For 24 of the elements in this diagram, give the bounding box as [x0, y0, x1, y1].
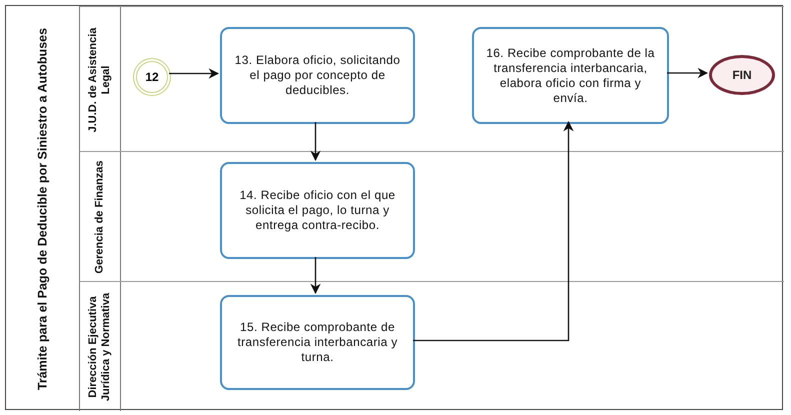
- task-text: 14. Recibe oficio con el que solicita el pago, lo turna y entrega contra-recibo.: [238, 188, 396, 233]
- pool-band: [5, 5, 783, 410]
- process-box: [472, 27, 669, 124]
- arrow: [310, 257, 321, 294]
- connector-label: 12: [145, 70, 159, 84]
- arrow: [413, 120, 574, 342]
- lane-label: J.U.D. de Asistencia Legal: [87, 26, 113, 134]
- task-text: 13. Elabora oficio, solicitando el pago por concepto de deducibles.: [234, 53, 402, 98]
- connector-label: FIN: [732, 68, 752, 82]
- start-connector-circle: [133, 58, 171, 96]
- swimlane: [79, 281, 784, 411]
- task-text: 15. Recibe comprobante de transferencia interbancaria y turna.: [236, 320, 399, 365]
- process-title: Trámite para el Pago de Deducible por Siniestro a Autobuses: [36, 26, 49, 392]
- process-box: [220, 162, 415, 259]
- arrow: [310, 122, 321, 162]
- lane-label: Gerencia de Finanzas: [94, 159, 106, 276]
- lane-label: Dirección Ejecutiva Jurídica y Normativa: [87, 292, 113, 404]
- swimlane: [79, 151, 784, 281]
- swimlane: [79, 6, 784, 151]
- arrow: [169, 68, 220, 79]
- process-box: [220, 27, 415, 124]
- task-text: 16. Recibe comprobante de la transferencia interbancaria, elabora oficio con firma y envía.: [485, 46, 656, 106]
- process-box: [220, 295, 415, 390]
- arrow: [667, 68, 708, 78]
